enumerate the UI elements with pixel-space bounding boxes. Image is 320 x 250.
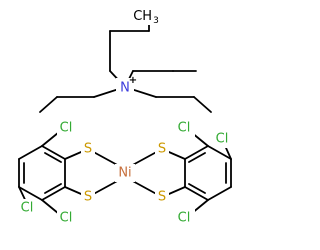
s-label-top-right-background [155, 140, 169, 158]
cl-label-bottom-left: Cl [60, 211, 73, 226]
right-ring-bond-6 [184, 145, 209, 160]
s-label-top-left-background [81, 140, 95, 158]
right-ring-bond-4 [184, 186, 209, 201]
left-ring-double-1 [44, 152, 62, 163]
tetrabutylammonium-cation [39, 15, 212, 113]
right-ring-double-2 [188, 183, 206, 194]
cl-label-mid-left: Cl [21, 201, 34, 216]
left-ring-bond-1 [41, 145, 66, 160]
cl-label-top-left: Cl [60, 121, 73, 136]
cl-label-mid-right: Cl [216, 132, 229, 147]
nickel-label: Ni [118, 166, 131, 181]
cl-label-bottom-left-background [57, 209, 75, 227]
left-ring-double-2 [44, 183, 62, 194]
cl-label-bottom-right: Cl [178, 211, 191, 226]
nitrogen-label-background [116, 78, 134, 96]
s-label-top-right: S [158, 142, 166, 157]
s-label-bottom-left: S [84, 190, 92, 205]
nickel-label-background [115, 164, 135, 182]
left-ring-bond-3 [41, 186, 66, 201]
chemical-structure-svg: CH3 N + Cl Cl Cl Cl Cl Cl S S S S [18, 7, 232, 227]
left-ring-bond-6 [18, 145, 43, 160]
nitrogen-label: N [120, 81, 130, 96]
right-ring-bond-3 [207, 186, 232, 201]
methyl-label-background [139, 7, 163, 25]
chemical-structure-canvas: CH3 N + Cl Cl Cl Cl Cl Cl S S S S [18, 7, 232, 227]
methyl-label: CH3 [133, 9, 159, 26]
cation-bond-13 [193, 96, 212, 113]
right-ring-bond-1 [207, 145, 232, 160]
right-ring-double-1 [188, 152, 206, 163]
cl-label-top-right: Cl [178, 121, 191, 136]
cl-label-bottom-right-background [177, 209, 195, 227]
cl-label-top-left-background [57, 119, 75, 137]
cl-label-top-right-background [177, 119, 195, 137]
s-label-bottom-left-background [81, 188, 95, 206]
atom-labels: CH3 N + Cl Cl Cl Cl Cl Cl S S S S [20, 7, 232, 227]
left-ring-bond-4 [18, 186, 43, 201]
s-label-bottom-right: S [158, 190, 166, 205]
s-label-bottom-right-background [155, 188, 169, 206]
nitrogen-charge-label: + [129, 75, 137, 86]
cl-label-mid-left-background [20, 199, 38, 217]
cl-label-mid-right-background [214, 130, 232, 148]
s-label-top-left: S [84, 142, 92, 157]
cation-bond-10 [39, 96, 58, 113]
